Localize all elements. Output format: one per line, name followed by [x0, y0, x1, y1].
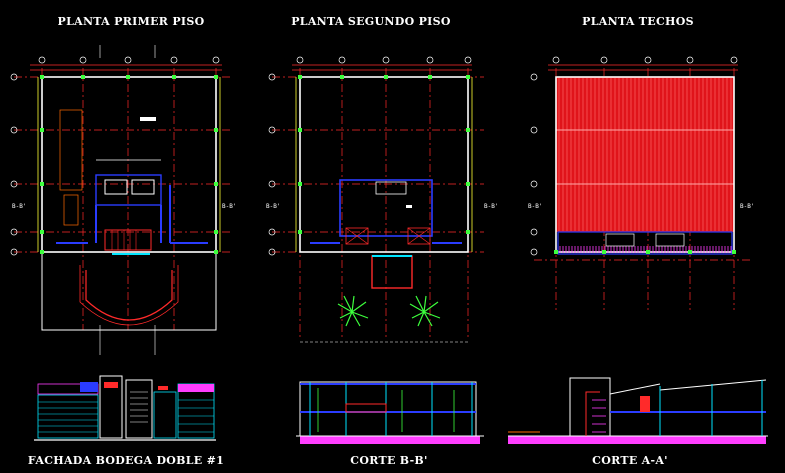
roof-parapet [557, 231, 733, 255]
section-marker-left: B-B' [528, 203, 542, 210]
staircase-outline [59, 109, 83, 191]
window-cross [345, 227, 369, 245]
upper-room-fixture [375, 181, 407, 195]
facade-louvers [38, 401, 98, 433]
columns [554, 250, 736, 254]
title-section-aa: CORTE A-A' [592, 454, 668, 467]
foundation-fill [300, 436, 480, 444]
outer-wall [555, 76, 735, 253]
roof-corrugation [558, 78, 732, 231]
upper-room [339, 179, 433, 237]
facade-sign [80, 382, 98, 392]
plan-roof: B-B' B-B' [528, 56, 754, 310]
facade-tower [99, 375, 123, 439]
facade-louvers [178, 399, 214, 433]
driveway-curve [85, 270, 173, 321]
roof-surface [556, 77, 734, 232]
facade-elevation [34, 375, 216, 441]
window-cross-line [407, 227, 431, 245]
partition-walls [56, 185, 208, 244]
title-facade: FACHADA BODEGA DOBLE #1 [28, 454, 224, 467]
beam [345, 403, 387, 413]
driveway-curve-outer [79, 265, 179, 326]
section-marker-left: B-B' [266, 203, 280, 210]
axis-bubbles [268, 56, 472, 256]
plan-second-floor: B-B' B-B' [266, 56, 498, 343]
facade-parapet [178, 384, 214, 392]
fixture-outline [63, 194, 79, 226]
title-plan-second-floor: PLANTA SEGUNDO PISO [291, 15, 451, 28]
stair-tower [569, 377, 611, 437]
facade-accent [158, 386, 168, 390]
title-plan-roof: PLANTA TECHOS [582, 15, 694, 28]
stair-steps [592, 399, 606, 433]
title-plan-first-floor: PLANTA PRIMER PISO [58, 15, 205, 28]
columns [40, 75, 218, 254]
window-cross [407, 227, 431, 245]
small-label-block [140, 117, 156, 121]
balcony-railing [559, 246, 732, 253]
palm-tree-icon [337, 295, 369, 327]
facade-windows [130, 391, 148, 423]
section-marker-right: B-B' [222, 203, 236, 210]
plan-first-floor: B-B' B-B' [10, 45, 236, 355]
roof-slope [659, 379, 767, 391]
columns [659, 380, 763, 436]
axis-bubbles [530, 56, 738, 256]
roof-opening [655, 233, 685, 247]
facade-tower-band [104, 382, 118, 388]
section-outline [299, 381, 477, 437]
axis-bubbles [10, 56, 220, 256]
stair-profile [585, 391, 600, 436]
roof-opening [605, 233, 635, 247]
window-cross-line [345, 227, 369, 245]
section-aa [508, 377, 768, 444]
section-bb [296, 381, 484, 444]
columns [298, 75, 470, 234]
foundation-fill [508, 436, 766, 444]
central-room-block [104, 179, 128, 195]
roof-slope [609, 383, 661, 395]
small-label-block [406, 205, 412, 208]
central-room-block [131, 179, 155, 195]
title-section-bb: CORTE B-B' [350, 454, 427, 467]
front-yard [41, 251, 217, 331]
stair-core [104, 229, 152, 251]
beam [640, 396, 650, 412]
facade-block-left [37, 394, 99, 439]
section-marker-right: B-B' [484, 203, 498, 210]
section-marker-left: B-B' [12, 203, 26, 210]
stair-treads [111, 230, 137, 250]
section-marker-right: B-B' [740, 203, 754, 210]
facade-tower [125, 379, 153, 439]
facade-block-right [153, 391, 177, 439]
central-room [95, 174, 162, 206]
palm-tree-icon [409, 295, 441, 327]
reinforcement [317, 388, 455, 432]
